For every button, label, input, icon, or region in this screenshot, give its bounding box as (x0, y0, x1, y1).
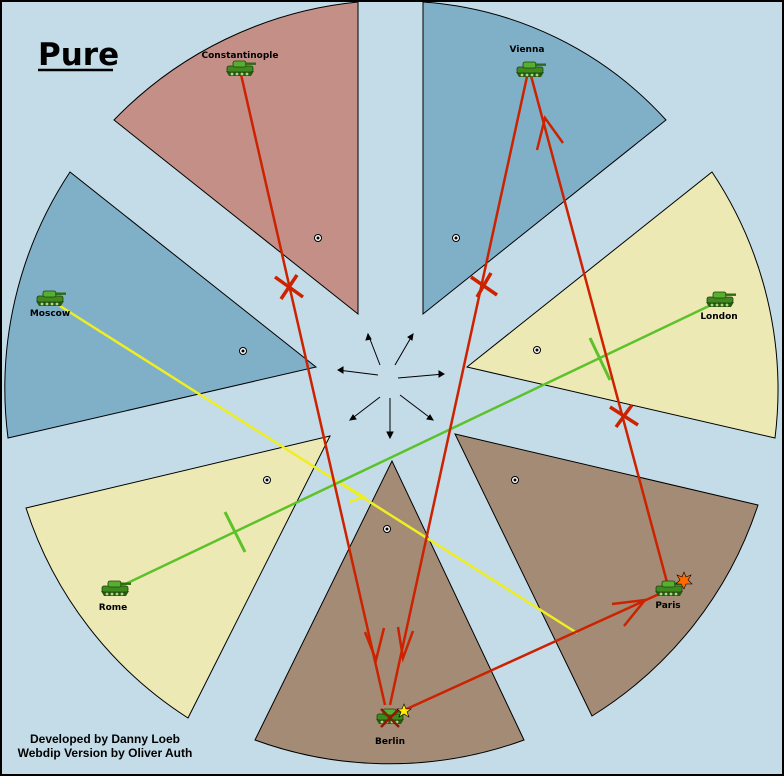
winner-star-icon (396, 703, 412, 718)
credit-developer: Developed by Danny Loeb (30, 732, 180, 746)
dislodged-burst-icon (675, 571, 693, 590)
province-label-constantinople: Constantinople (202, 51, 279, 61)
province-label-moscow: Moscow (30, 309, 70, 319)
order-arrows (59, 69, 712, 714)
province-rome[interactable] (25, 435, 331, 719)
order-london-support-rome (114, 303, 712, 591)
map-title: Pure (38, 37, 119, 73)
credit-webdip: Webdip Version by Oliver Auth (18, 746, 193, 760)
province-moscow[interactable] (4, 171, 318, 439)
province-paris[interactable] (454, 433, 759, 717)
province-london[interactable] (465, 171, 779, 439)
province-label-berlin: Berlin (375, 737, 405, 747)
order-vienna-move-berlin (388, 71, 530, 706)
province-berlin[interactable] (254, 459, 525, 765)
supply-centers (239, 234, 541, 533)
province-vienna[interactable] (422, 1, 667, 316)
province-label-london: London (700, 312, 737, 322)
units (35, 60, 737, 728)
destroyed-x-icon (380, 708, 400, 728)
order-paris-move-vienna (528, 71, 670, 587)
compass-rose-icon (337, 332, 445, 440)
order-constantinople-move-berlin (238, 69, 387, 706)
province-constantinople[interactable] (113, 1, 359, 316)
order-berlin-move-paris (399, 588, 669, 714)
province-label-paris: Paris (655, 601, 680, 611)
order-moscow-support-paris (59, 304, 578, 635)
province-label-rome: Rome (99, 603, 128, 613)
province-label-vienna: Vienna (510, 45, 545, 55)
